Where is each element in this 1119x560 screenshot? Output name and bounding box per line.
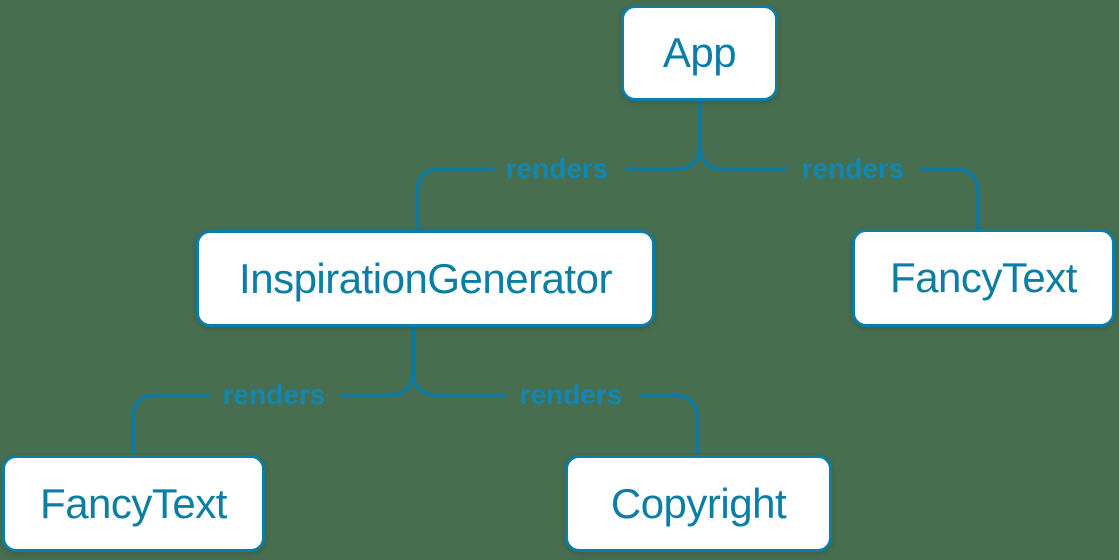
node-fancy-text-right: FancyText (852, 229, 1115, 327)
edge-label-renders-top-left: renders (505, 153, 609, 184)
node-inspiration-generator: InspirationGenerator (196, 230, 655, 327)
edge-label-renders-bottom-left: renders (222, 379, 326, 410)
node-fancy-text-left: FancyText (2, 455, 265, 552)
edge-label-renders-bottom-right: renders (519, 379, 623, 410)
node-app: App (621, 5, 778, 101)
edge-label-renders-top-right: renders (801, 153, 905, 184)
node-copyright: Copyright (565, 455, 832, 552)
